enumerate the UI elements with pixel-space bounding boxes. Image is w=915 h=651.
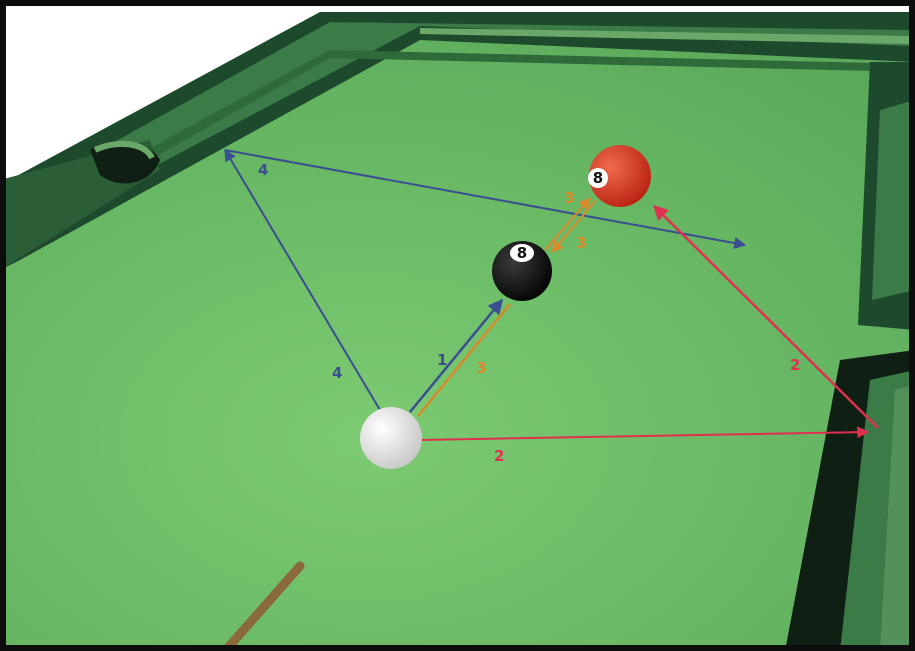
red-ball-number: 8 xyxy=(593,169,603,187)
path-4-label-left: 4 xyxy=(332,364,342,382)
cue-ball xyxy=(360,407,422,469)
path-2-label-right: 2 xyxy=(790,356,800,374)
path-2-label-bottom: 2 xyxy=(494,447,504,465)
path-4-label-top: 4 xyxy=(258,161,268,179)
eight-ball-number: 8 xyxy=(517,244,527,262)
path-3-label-lower: 3 xyxy=(476,359,486,377)
path-1-label: 1 xyxy=(437,351,447,369)
path-3-label-upper: 3 xyxy=(564,189,574,207)
path-3-label-mid: 3 xyxy=(576,234,586,252)
eight-ball: 8 xyxy=(492,241,552,301)
